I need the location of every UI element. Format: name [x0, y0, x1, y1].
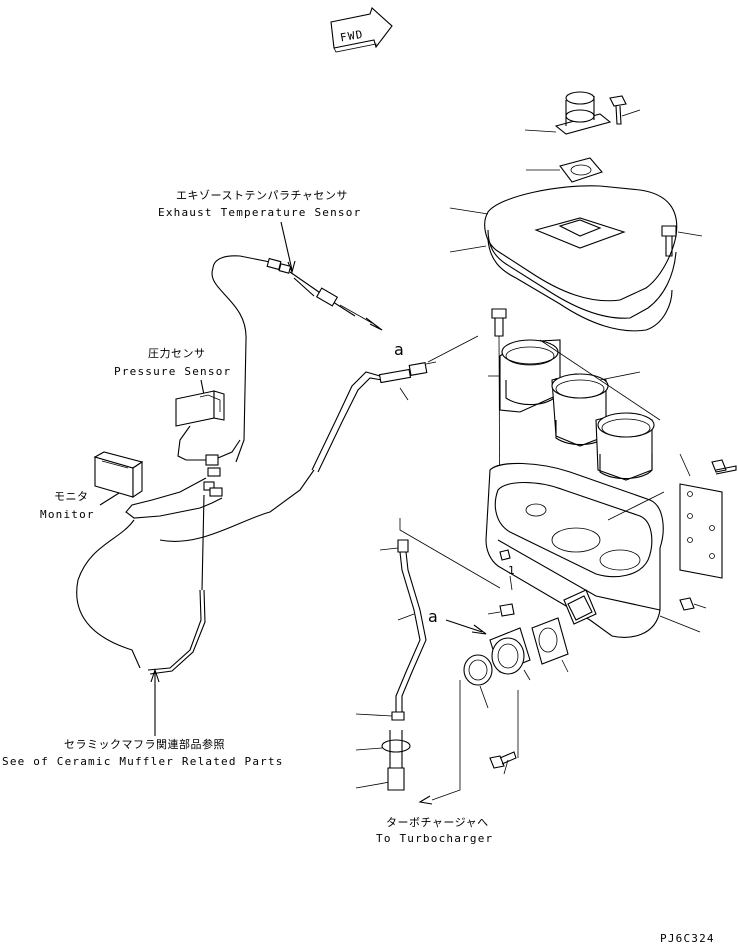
flange-elbow	[489, 617, 569, 681]
turbo-label-jp: ターボチャージャへ	[386, 816, 489, 829]
outlet-gasket	[526, 157, 603, 183]
outlet-pipe	[524, 91, 612, 135]
nut-side	[679, 597, 707, 611]
fwd-label: FWD	[339, 28, 364, 45]
pressure-sensor	[175, 390, 225, 461]
drain-tube	[355, 518, 501, 791]
exhaust-temp-leader	[280, 221, 293, 271]
pressure-sensor-label-jp: 圧力センサ	[148, 347, 206, 360]
wiring-harness	[76, 439, 315, 675]
bolt-side	[711, 459, 737, 475]
bolt-right-cover	[661, 225, 703, 257]
exhaust-temperature-sensor	[211, 255, 383, 463]
cover-gasket	[487, 239, 673, 332]
gasket-ring	[463, 654, 493, 709]
case-nut	[499, 549, 511, 561]
turbo-leader	[431, 680, 461, 801]
monitor-label-jp: モニタ	[54, 490, 89, 503]
monitor-label-en: Monitor	[40, 508, 95, 521]
bolt-top	[609, 95, 641, 125]
muffler-cover	[449, 185, 678, 319]
marker-index-1: 1	[508, 564, 516, 577]
fwd-arrow: FWD	[330, 7, 393, 53]
pressure-sensor-label-en: Pressure Sensor	[114, 365, 231, 378]
ceramic-label-en: See of Ceramic Muffler Related Parts	[2, 755, 284, 768]
muffler-case	[485, 462, 701, 638]
turbo-label-en: To Turbocharger	[376, 832, 493, 845]
sensor-tube	[311, 335, 479, 473]
drawing-code: PJ6C324	[660, 932, 715, 944]
ceramic-label-jp: セラミックマフラ関連部品参照	[64, 737, 225, 751]
bolt-flange-top	[487, 603, 515, 617]
side-plate	[679, 453, 723, 579]
monitor	[93, 451, 144, 499]
bolt-flange-bottom	[489, 751, 517, 775]
pipe-assembly	[488, 339, 661, 481]
exhaust-temp-sensor-label-en: Exhaust Temperature Sensor	[158, 206, 361, 219]
marker-a-upper: a	[394, 340, 404, 359]
exhaust-temp-sensor-label-jp: エキゾーストテンパラチャセンサ	[176, 189, 348, 202]
marker-a-lower: a	[428, 607, 438, 626]
